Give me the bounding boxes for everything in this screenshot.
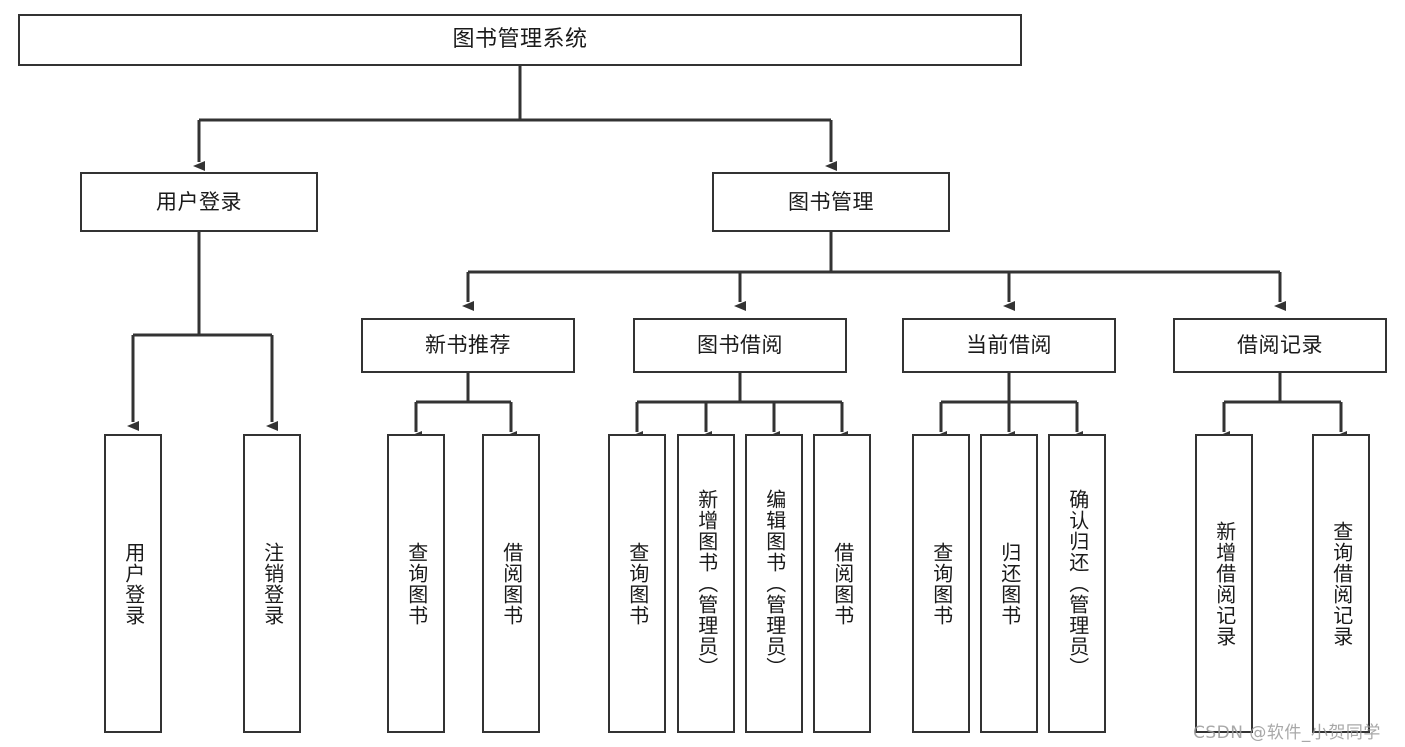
node-leaf-borrow-book-1[interactable]: 借阅图书 bbox=[482, 434, 540, 733]
node-book-management[interactable]: 图书管理 bbox=[712, 172, 950, 232]
node-leaf-user-login[interactable]: 用户登录 bbox=[104, 434, 162, 733]
node-leaf-return-book[interactable]: 归还图书 bbox=[980, 434, 1038, 733]
node-label: 借阅记录 bbox=[1237, 333, 1323, 358]
node-leaf-borrow-book-2[interactable]: 借阅图书 bbox=[813, 434, 871, 733]
node-leaf-confirm-return[interactable]: 确认归还（管理员） bbox=[1048, 434, 1106, 733]
node-label: 当前借阅 bbox=[966, 333, 1052, 358]
csdn-watermark: CSDN @软件_小贺同学 bbox=[1193, 723, 1381, 743]
node-leaf-query-book-1[interactable]: 查询图书 bbox=[387, 434, 445, 733]
node-leaf-add-book[interactable]: 新增图书（管理员） bbox=[677, 434, 735, 733]
node-current-borrow[interactable]: 当前借阅 bbox=[902, 318, 1116, 373]
node-label: 确认归还（管理员） bbox=[1065, 489, 1090, 678]
node-label: 用户登录 bbox=[156, 189, 242, 214]
node-label: 借阅图书 bbox=[499, 541, 524, 626]
node-label: 查询图书 bbox=[404, 541, 429, 626]
node-leaf-add-record[interactable]: 新增借阅记录 bbox=[1195, 434, 1253, 733]
node-leaf-query-record[interactable]: 查询借阅记录 bbox=[1312, 434, 1370, 733]
node-label: 归还图书 bbox=[997, 541, 1022, 626]
node-label: 图书管理系统 bbox=[452, 27, 588, 53]
node-label: 查询图书 bbox=[625, 541, 650, 626]
node-book-borrow[interactable]: 图书借阅 bbox=[633, 318, 847, 373]
node-label: 编辑图书（管理员） bbox=[762, 489, 787, 678]
node-leaf-query-book-2[interactable]: 查询图书 bbox=[608, 434, 666, 733]
node-leaf-edit-book[interactable]: 编辑图书（管理员） bbox=[745, 434, 803, 733]
node-new-book-recommend[interactable]: 新书推荐 bbox=[361, 318, 575, 373]
node-label: 用户登录 bbox=[121, 541, 146, 626]
node-label: 注销登录 bbox=[260, 541, 285, 626]
node-user-login[interactable]: 用户登录 bbox=[80, 172, 318, 232]
node-label: 查询图书 bbox=[929, 541, 954, 626]
node-label: 新增图书（管理员） bbox=[694, 489, 719, 678]
node-label: 图书管理 bbox=[788, 189, 874, 214]
node-label: 新书推荐 bbox=[425, 333, 511, 358]
node-label: 借阅图书 bbox=[830, 541, 855, 626]
node-label: 查询借阅记录 bbox=[1329, 520, 1354, 647]
node-label: 新增借阅记录 bbox=[1212, 520, 1237, 647]
node-borrow-record[interactable]: 借阅记录 bbox=[1173, 318, 1387, 373]
node-leaf-query-book-3[interactable]: 查询图书 bbox=[912, 434, 970, 733]
node-label: 图书借阅 bbox=[697, 333, 783, 358]
node-leaf-logout-login[interactable]: 注销登录 bbox=[243, 434, 301, 733]
node-root-system[interactable]: 图书管理系统 bbox=[18, 14, 1022, 66]
